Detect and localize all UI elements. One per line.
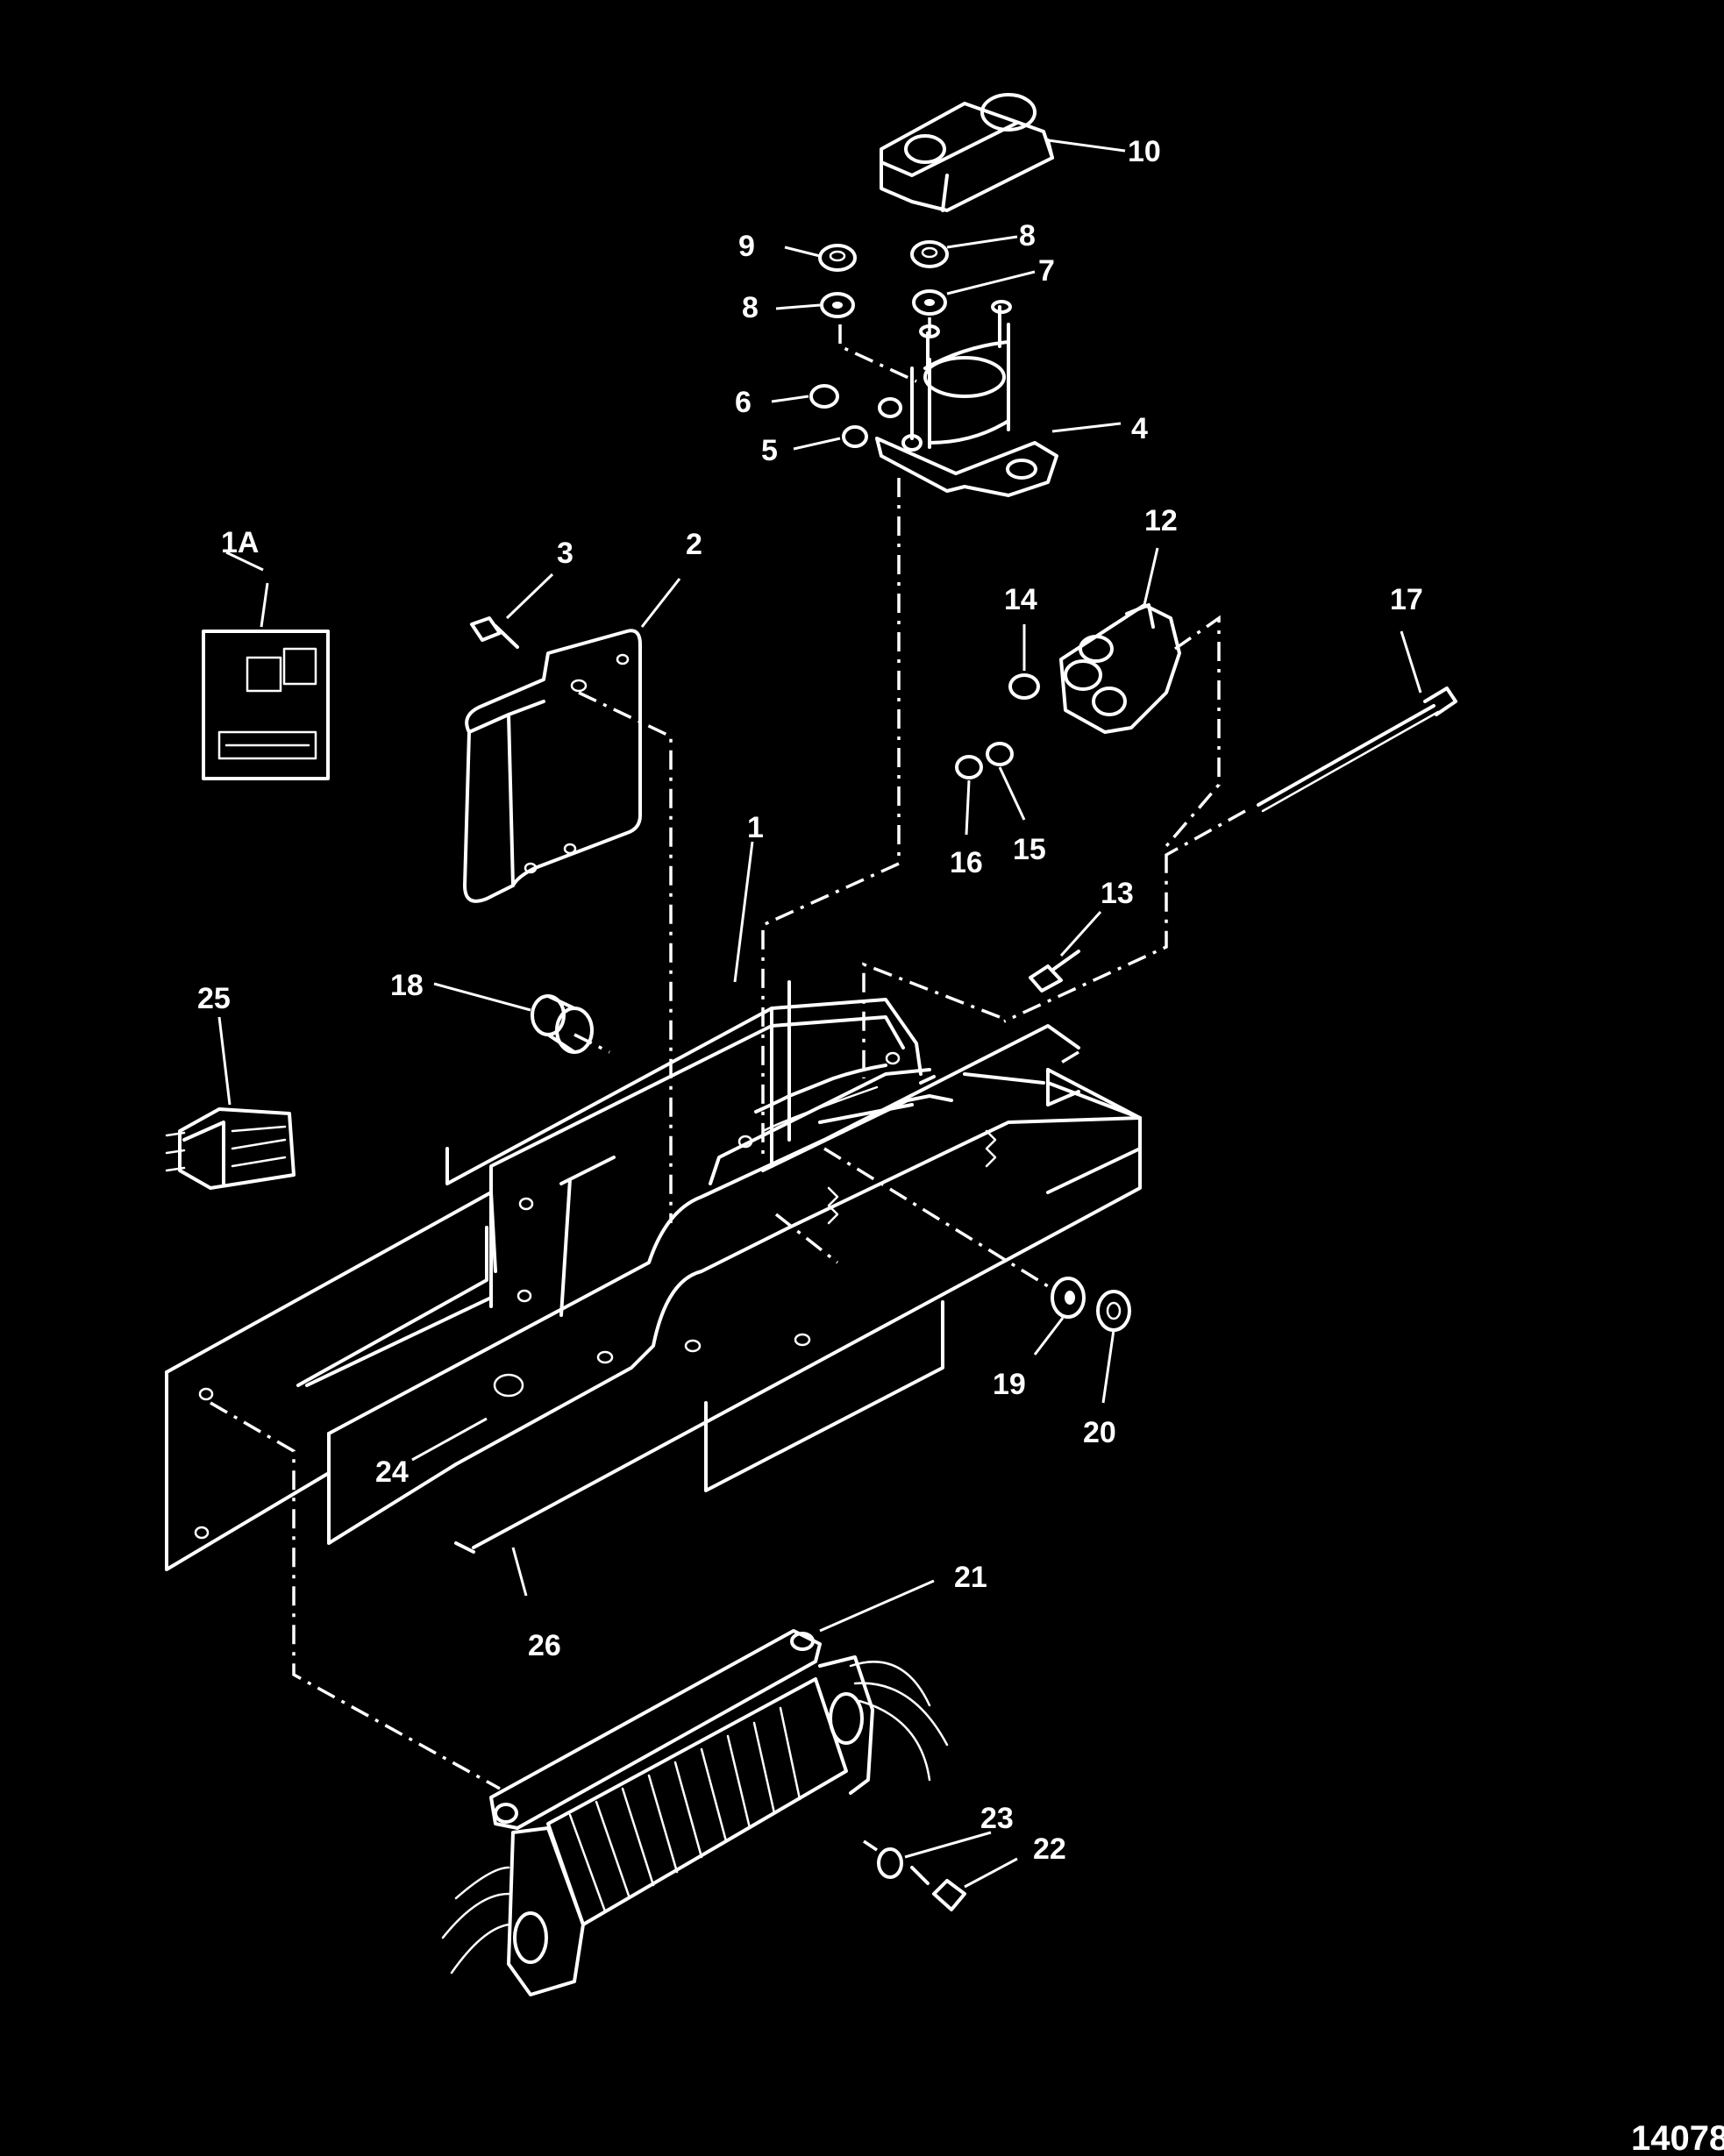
callout-15: 15 (1013, 833, 1046, 866)
callout-7: 7 (1038, 254, 1055, 288)
washer-part-7 (912, 289, 947, 316)
module-part-2 (463, 629, 642, 903)
washer-part-5 (842, 425, 868, 448)
washer-part-23 (877, 1847, 903, 1879)
callout-4: 4 (1131, 412, 1148, 445)
callout-1: 1 (747, 811, 764, 844)
washer-part-19 (1051, 1277, 1086, 1319)
leader-lines (217, 139, 1422, 1889)
nut-part-20 (1096, 1290, 1131, 1332)
callout-17: 17 (1390, 583, 1423, 616)
tray-bracket-part-1 (445, 980, 1142, 1317)
assembly-lines (210, 317, 1246, 1852)
solenoid-part-4 (875, 300, 1058, 497)
connector-part-25 (165, 1107, 296, 1190)
nut-part-14 (1008, 673, 1040, 700)
callout-1a: 1A (221, 526, 259, 559)
switch-part-12 (1059, 603, 1181, 734)
callout-11: 10 (1128, 135, 1161, 168)
callout-25: 25 (197, 982, 231, 1015)
ecm-part-21 (441, 1629, 949, 1996)
callout-16: 16 (950, 846, 983, 879)
bolt-part-13 (1029, 950, 1080, 993)
callout-19: 19 (993, 1368, 1026, 1401)
callout-24: 24 (375, 1455, 409, 1489)
callout-labels: 10 8 7 9 8 6 5 4 1A 2 3 12 14 17 16 15 1… (197, 135, 1724, 2156)
callout-14: 14 (1004, 583, 1037, 616)
callout-6: 6 (735, 386, 752, 419)
callout-13: 13 (1101, 877, 1134, 910)
callout-21: 21 (954, 1561, 987, 1594)
callout-12: 12 (1144, 504, 1178, 537)
bolt-part-22 (910, 1866, 966, 1911)
base-channel-part-26 (165, 1024, 1142, 1571)
callout-5: 5 (761, 434, 778, 467)
nut-part-16 (955, 755, 983, 779)
decal-part-1a (202, 630, 330, 780)
callout-8: 8 (1019, 219, 1036, 253)
callout-20: 20 (1083, 1416, 1116, 1449)
bolt-part-3 (470, 616, 519, 649)
nut-part-8 (910, 240, 949, 268)
callout-22: 22 (1033, 1832, 1066, 1866)
callout-10: 9 (738, 230, 755, 263)
callout-3: 3 (557, 537, 573, 570)
callout-2: 2 (686, 528, 702, 561)
callout-23: 23 (980, 1802, 1014, 1835)
callout-9: 8 (742, 291, 759, 324)
figure-number: 14078 (1631, 2119, 1724, 2156)
clamp-bracket-part-11 (880, 93, 1054, 212)
spacer-part-18 (531, 994, 594, 1054)
callout-26: 26 (528, 1629, 561, 1662)
callout-18: 18 (390, 969, 424, 1002)
washer-part-15 (986, 742, 1014, 766)
nut-part-10 (818, 244, 857, 272)
long-bolt-part-17 (1257, 687, 1457, 813)
washer-part-9 (820, 292, 855, 318)
nut-part-6 (809, 384, 839, 409)
